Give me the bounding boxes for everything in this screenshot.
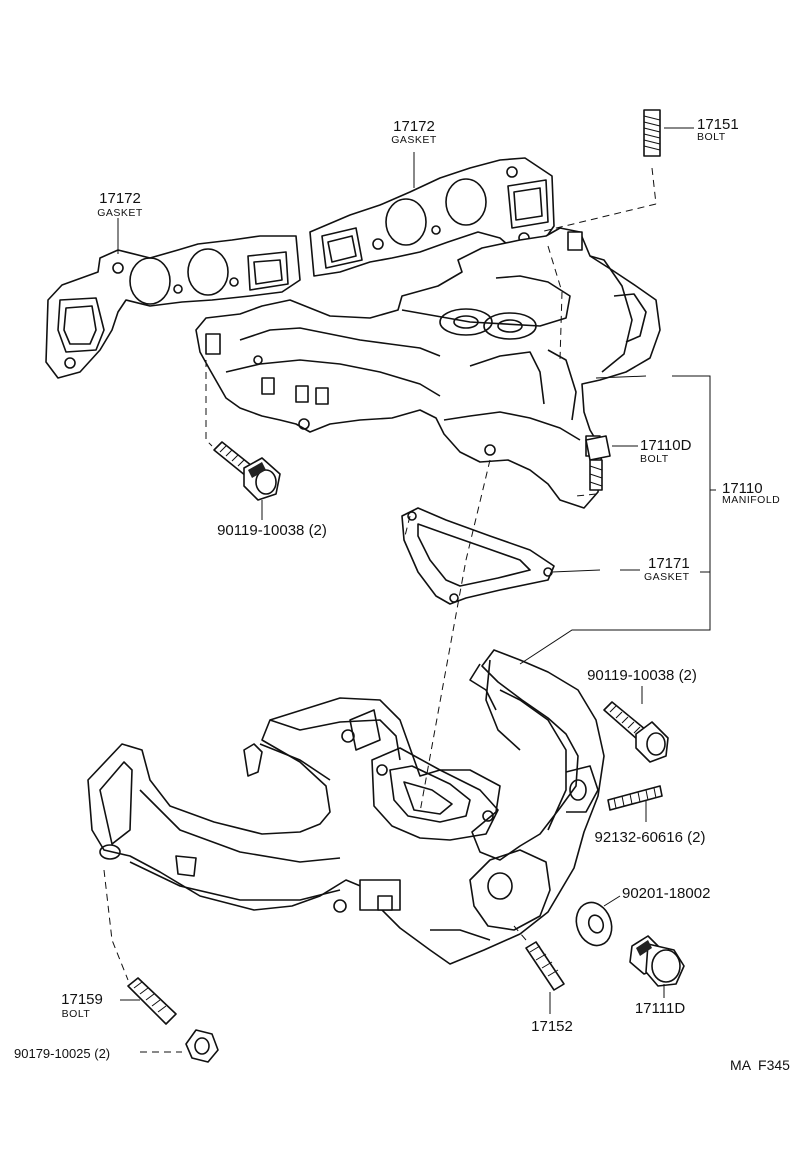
label-stud-17152: 17152 [531,1018,573,1035]
alignment-lines [103,167,657,981]
label-gasket-17172-right: 17172 GASKET [391,118,437,146]
label-nut-90179: 90179-10025 (2) [14,1046,110,1061]
leader-lines [117,127,716,1053]
label-number: 90119-10038 (2) [217,522,327,539]
label-name: BOLT [697,131,726,143]
intake-manifold-17110[interactable] [195,227,661,509]
gasket-17171[interactable] [401,507,555,605]
label-bolt-90119-upper: 90119-10038 (2) [217,522,327,539]
label-number: 17151 [697,116,739,133]
label-number: 17159 [61,991,103,1008]
bolt-17111d[interactable] [629,935,685,987]
label-number: 17111D [635,1000,685,1017]
label-gasket-17172-left: 17172 GASKET [97,190,143,219]
stud-17152[interactable] [525,941,565,991]
label-bolt-17110d: 17110D BOLT [640,437,692,465]
bolt-17151[interactable] [643,109,661,157]
stud-92132[interactable] [607,785,663,811]
label-name: MANIFOLD [722,494,780,506]
label-name: BOLT [62,1008,91,1020]
label-bolt-90119-lower: 90119-10038 (2) [587,667,697,684]
exhaust-manifold[interactable] [87,649,605,965]
label-gasket-17171: 17171 GASKET [644,555,690,583]
label-manifold-17110: 17110 MANIFOLD [722,480,780,506]
label-name: BOLT [640,453,669,465]
label-name: GASKET [97,207,143,219]
label-number: 92132-60616 (2) [595,829,706,846]
label-name: GASKET [644,571,690,583]
label-name: GASKET [391,134,437,146]
label-number: 90201-18002 [622,885,710,902]
label-number: 17110D [640,437,692,454]
bolt-90119-upper[interactable] [213,441,281,501]
nut-90179[interactable] [185,1029,219,1063]
label-number: 17171 [648,555,690,572]
label-bolt-17111d: 17111D [635,1000,685,1017]
washer-90201[interactable] [571,898,618,951]
label-number: 17172 [99,190,141,207]
label-bolt-17151: 17151 BOLT [697,116,739,143]
label-number: 17110 [722,480,763,497]
label-bolt-17159: 17159 BOLT [61,991,103,1020]
label-washer-90201: 90201-18002 [622,885,710,902]
figure-code: MA F345 [730,1057,790,1073]
bolt-90119-lower[interactable] [603,701,669,763]
label-number: 90179-10025 (2) [14,1046,110,1061]
gasket-17172-right[interactable] [309,157,555,277]
label-number: 17172 [393,118,435,135]
bolt-17110d[interactable] [585,435,611,491]
label-number: 90119-10038 (2) [587,667,697,684]
label-number: 17152 [531,1018,573,1035]
bolt-17159[interactable] [127,977,177,1025]
label-stud-92132: 92132-60616 (2) [595,829,706,846]
